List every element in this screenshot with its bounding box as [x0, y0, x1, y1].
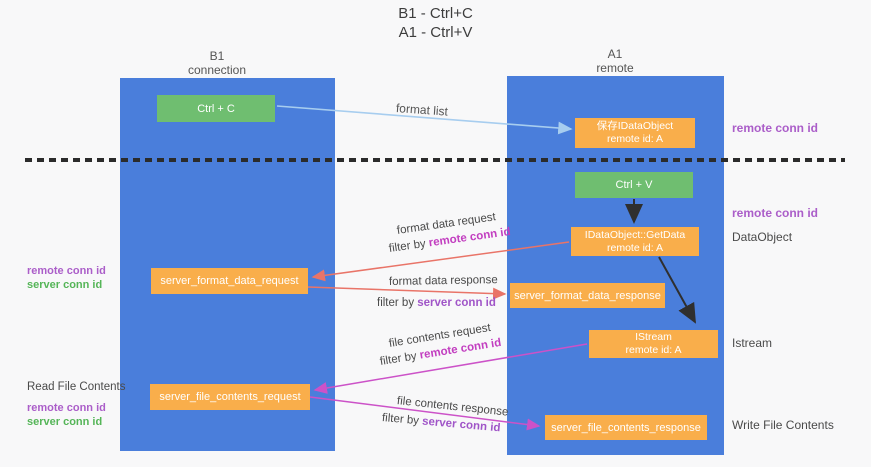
read-file-contents-label: Read File Contents — [27, 381, 126, 393]
ctrl-v-label: Ctrl + V — [615, 179, 653, 191]
phase-separator-dashed-line — [25, 158, 845, 162]
write-file-contents-label: Write File Contents — [732, 418, 834, 432]
getdata-line2: remote id: A — [606, 241, 664, 254]
save-idataobject-line2: remote id: A — [606, 133, 664, 145]
filter-by-text: filter by — [381, 412, 423, 428]
node-server-format-data-response: server_format_data_response — [510, 283, 665, 308]
diagram-title: B1 - Ctrl+C A1 - Ctrl+V — [0, 4, 871, 42]
node-server-format-data-request: server_format_data_request — [151, 268, 308, 294]
dataobject-label: DataObject — [732, 230, 793, 244]
node-save-idataobject: 保存IDataObject remote id: A — [575, 118, 695, 148]
node-ctrl-c: Ctrl + C — [157, 95, 275, 122]
format-list-label: format list — [395, 101, 449, 119]
ctrl-c-label: Ctrl + C — [197, 102, 235, 115]
istream-label: Istream — [732, 336, 773, 350]
filter-by-text: filter by — [388, 237, 430, 255]
file-response-label: server_file_contents_response — [551, 421, 701, 434]
format-request-label: server_format_data_request — [160, 275, 299, 287]
getdata-line1: IDataObject::GetData — [584, 228, 686, 241]
lane-a1-role: remote — [596, 61, 634, 75]
node-idataobject-getdata: IDataObject::GetData remote id: A — [571, 227, 699, 256]
filter-server-conn-id: server conn id — [417, 297, 496, 309]
filter-server-conn-id: server conn id — [421, 415, 501, 435]
left-format-conn-id-labels: remote conn id server conn id — [27, 264, 106, 292]
lane-header-a1: A1 remote — [555, 47, 675, 75]
remote-conn-id-label: remote conn id — [27, 402, 106, 414]
title-line-2: A1 - Ctrl+V — [398, 24, 473, 41]
lane-b1-name: B1 — [209, 49, 225, 63]
format-response-filter-label: filter by server conn id — [377, 297, 496, 309]
format-data-response-label: format data response — [388, 274, 498, 288]
filter-by-text: filter by — [379, 349, 421, 368]
format-response-label: server_format_data_response — [514, 289, 661, 302]
remote-conn-id-label-top: remote conn id — [732, 121, 819, 135]
left-file-conn-id-labels: Read File Contents remote conn id server… — [27, 380, 125, 429]
node-istream: IStream remote id: A — [589, 330, 718, 358]
server-conn-id-label: server conn id — [27, 416, 103, 428]
format-data-response-arrow — [307, 286, 507, 300]
file-request-label: server_file_contents_request — [159, 391, 301, 403]
istream-line2: remote id: A — [625, 344, 682, 356]
filter-by-text: filter by — [377, 297, 418, 309]
save-idataobject-line1: 保存IDataObject — [596, 120, 674, 132]
node-server-file-contents-request: server_file_contents_request — [150, 384, 310, 410]
remote-conn-id-label: remote conn id — [27, 265, 106, 277]
title-line-1: B1 - Ctrl+C — [398, 5, 473, 22]
lane-a1-name: A1 — [607, 47, 623, 61]
node-server-file-contents-response: server_file_contents_response — [545, 415, 707, 440]
server-conn-id-label: server conn id — [27, 279, 103, 291]
lane-b1-role: connection — [187, 63, 247, 77]
node-ctrl-v: Ctrl + V — [575, 172, 693, 198]
lane-header-b1: B1 connection — [157, 49, 277, 77]
remote-conn-id-label-mid: remote conn id — [732, 206, 819, 220]
istream-line1: IStream — [635, 331, 672, 343]
